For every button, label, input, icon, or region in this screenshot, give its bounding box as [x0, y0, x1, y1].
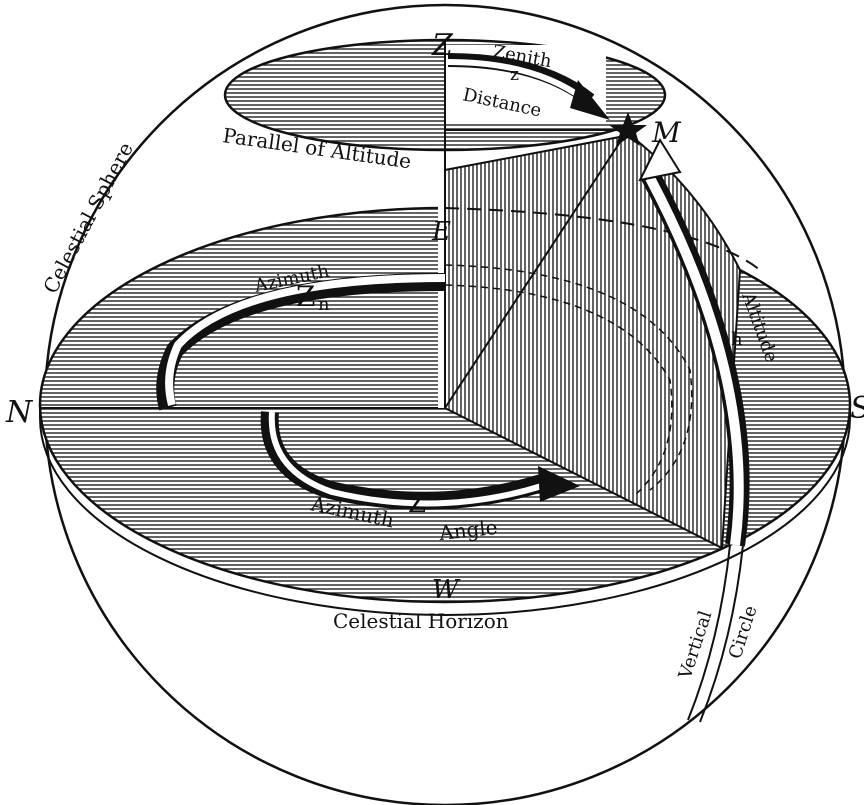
altitude-arrow-inner [645, 175, 744, 546]
altitude-arrowhead [638, 137, 682, 182]
zenith-point-label: Z [431, 28, 454, 63]
zenith-distance-arrowhead [570, 80, 610, 120]
zn-main-label: Z [296, 280, 315, 313]
dashed-ring-inner-2 [444, 284, 673, 496]
celestial-body-star-icon [609, 112, 647, 146]
vertical-word-label: Vertical [674, 608, 716, 682]
azimuth-angle-z-label: Z [408, 489, 426, 519]
circle-word-label: Circle [725, 603, 762, 661]
altitude-h-label: h [731, 329, 743, 350]
azimuth-angle-arc-inner [268, 411, 546, 507]
east-point-label: E [431, 217, 451, 247]
south-point-label: S [850, 391, 864, 426]
zenith-z-label: z [510, 65, 519, 85]
celestial-horizon-label: Celestial Horizon [333, 609, 509, 633]
vertical-circle-plane [444, 133, 742, 550]
center-to-body-line [444, 129, 629, 409]
vertical-circle-band [687, 544, 731, 721]
west-point-label: W [432, 575, 461, 605]
body-m-label: M [651, 116, 682, 149]
dashed-ring-inner [444, 264, 693, 491]
north-point-label: N [5, 395, 34, 430]
dashed-ring-outer [444, 207, 761, 271]
horizon-plane-rim [39, 405, 851, 616]
celestial-sphere-label: Celestial Sphere [38, 138, 138, 297]
azimuth-angle-arrowhead [538, 466, 580, 502]
zn-sub-label: n [318, 294, 330, 315]
azimuth-zn-arc-inner [165, 274, 446, 407]
zenith-distance-arrow-inner [447, 59, 587, 103]
vertical-circle-band-2 [699, 544, 744, 723]
